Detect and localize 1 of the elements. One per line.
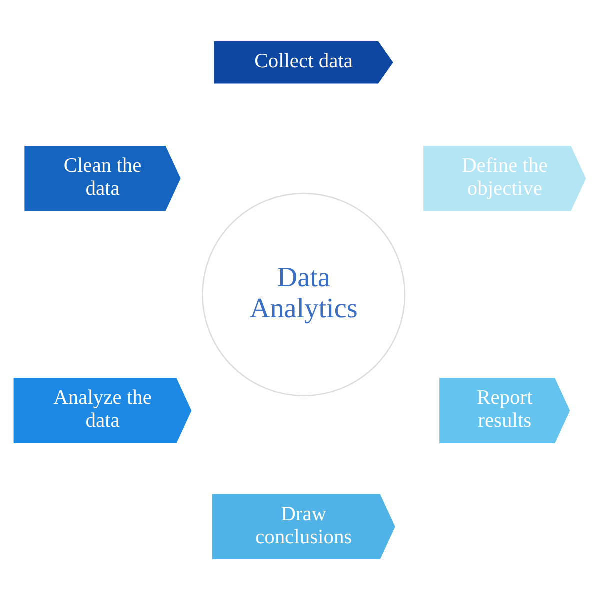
node-circle: Data Analytics bbox=[202, 192, 406, 396]
